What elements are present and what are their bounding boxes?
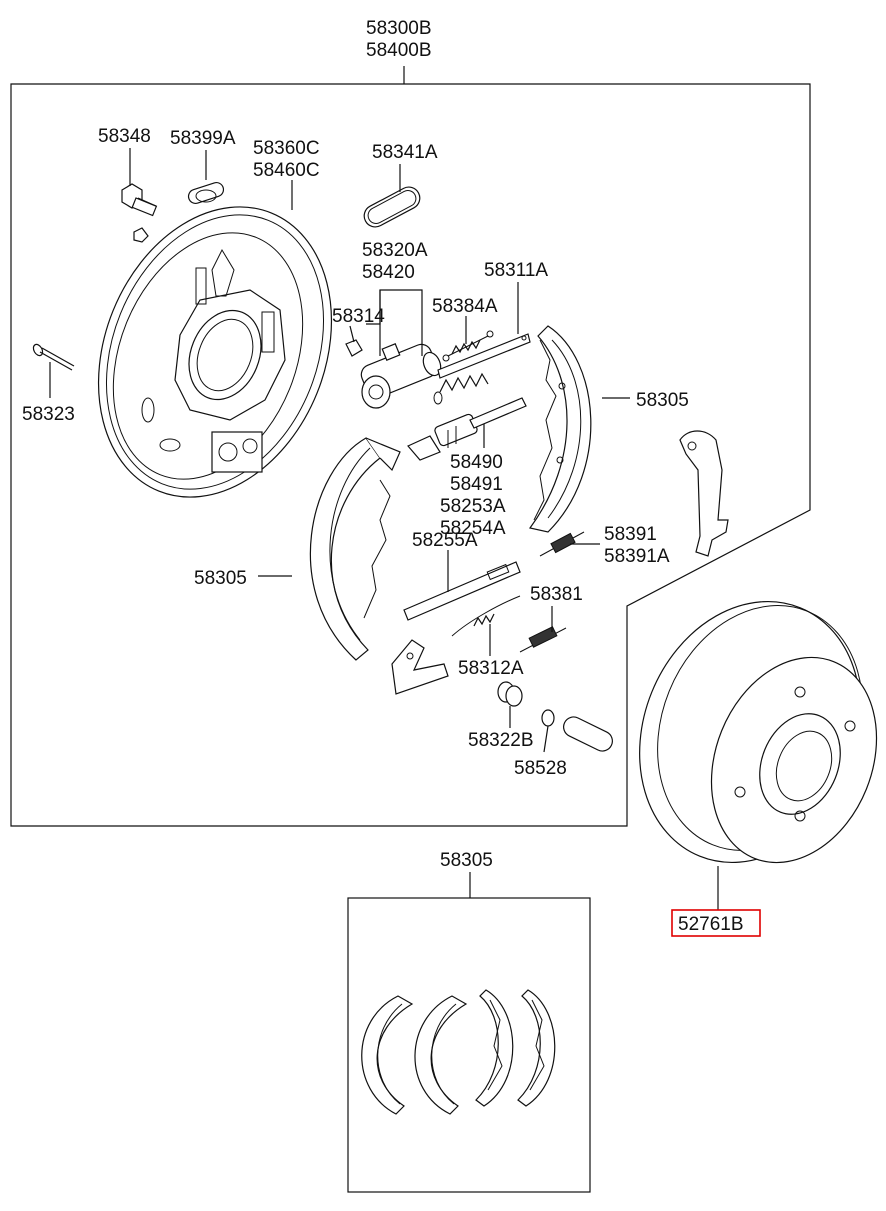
- label-hold-pin: 58528: [514, 758, 567, 779]
- label-spring-391-1: 58391: [604, 524, 657, 545]
- seal-ring-part: [363, 186, 421, 228]
- drum-label-highlight: [671, 909, 761, 937]
- lever-part: [391, 639, 449, 695]
- leader-lines: [49, 148, 719, 910]
- shoe-right-part: [528, 325, 592, 533]
- label-shoe-left: 58305: [194, 568, 247, 589]
- label-spring-391-2: 58391A: [604, 546, 670, 567]
- label-plug: 58399A: [170, 128, 236, 149]
- label-adjuster-3: 58253A: [440, 496, 506, 517]
- label-assembly-2: 58400B: [366, 40, 432, 61]
- label-adjuster-2: 58491: [450, 474, 503, 495]
- label-adjuster-1: 58490: [450, 452, 503, 473]
- plug-part: [187, 182, 225, 204]
- label-pin-323: 58323: [22, 404, 75, 425]
- label-shoe-kit: 58305: [440, 850, 493, 871]
- label-backing-plate-1: 58360C: [253, 138, 320, 159]
- label-assembly-1: 58300B: [366, 18, 432, 39]
- label-hold-spring: 58322B: [468, 730, 534, 751]
- spring-381-part: [519, 626, 567, 653]
- label-backing-plate-2: 58460C: [253, 160, 320, 181]
- strut-311-part: [437, 333, 531, 379]
- label-wheel-cylinder-2: 58420: [362, 262, 415, 283]
- label-seal-ring: 58341A: [372, 142, 438, 163]
- label-spring-384: 58384A: [432, 296, 498, 317]
- label-wheel-cylinder-1: 58320A: [362, 240, 428, 261]
- wheel-cylinder-part: [345, 339, 442, 409]
- shoe-left-part: [309, 437, 401, 661]
- label-bolt: 58348: [98, 126, 151, 147]
- strut-255-part: [403, 561, 521, 621]
- lever-plate-part: [679, 430, 729, 557]
- assembly-frame: [10, 66, 811, 827]
- brake-drum-part: [639, 600, 878, 864]
- label-spring-312: 58312A: [458, 658, 524, 679]
- label-bleeder: 58314: [332, 306, 385, 327]
- bolt-part: [121, 183, 158, 243]
- pin-part: [32, 343, 75, 371]
- spring-391-part: [539, 531, 585, 557]
- spring-384-part: [442, 330, 494, 362]
- shoe-kit-frame: [347, 872, 591, 1193]
- label-spring-381: 58381: [530, 584, 583, 605]
- backing-plate: [97, 206, 333, 498]
- kit-shoes: [361, 989, 556, 1115]
- spring-312-part: [451, 595, 521, 637]
- hold-spring-part: [497, 681, 523, 707]
- label-shoe-right: 58305: [636, 390, 689, 411]
- adjuster-part: [407, 397, 527, 461]
- label-drum: 52761B: [678, 914, 744, 935]
- label-adjuster-4: 58254A: [440, 518, 506, 539]
- hold-pin-part: [541, 709, 613, 752]
- label-strut-311: 58311A: [484, 260, 548, 281]
- spring-large-part: [433, 372, 489, 405]
- label-strut-255: 58255A: [412, 530, 478, 551]
